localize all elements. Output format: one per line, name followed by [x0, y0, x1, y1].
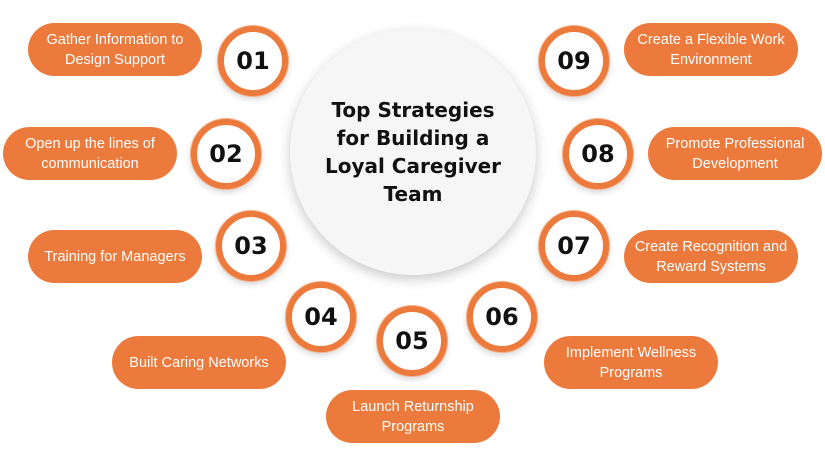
strategy-text-08: Promote Professional Development	[665, 135, 805, 172]
strategy-label-02: Open up the lines of communication	[3, 127, 177, 180]
strategy-text-04: Built Caring Networks	[129, 354, 269, 371]
diagram-title: Top Strategies for Building a Loyal Care…	[324, 98, 502, 206]
strategy-label-07: Create Recognition and Reward Systems	[624, 230, 798, 283]
strategy-text-09: Create a Flexible Work Environment	[637, 31, 785, 68]
strategy-number-08: 08	[563, 119, 633, 189]
center-title-circle: Top Strategies for Building a Loyal Care…	[290, 29, 536, 275]
strategy-label-04: Built Caring Networks	[112, 336, 286, 389]
strategy-label-08: Promote Professional Development	[648, 127, 822, 180]
strategy-number-01: 01	[218, 26, 288, 96]
strategy-number-03: 03	[216, 211, 286, 281]
strategy-text-01: Gather Information to Design Support	[46, 31, 184, 68]
strategy-text-03: Training for Managers	[44, 248, 186, 265]
strategy-text-02: Open up the lines of communication	[25, 135, 155, 172]
strategy-label-09: Create a Flexible Work Environment	[624, 23, 798, 76]
strategy-number-04: 04	[286, 282, 356, 352]
strategy-text-07: Create Recognition and Reward Systems	[634, 238, 788, 275]
strategy-number-05: 05	[377, 306, 447, 376]
strategy-number-09: 09	[539, 26, 609, 96]
strategy-number-02: 02	[191, 119, 261, 189]
strategy-label-01: Gather Information to Design Support	[28, 23, 202, 76]
strategy-label-03: Training for Managers	[28, 230, 202, 283]
strategy-label-05: Launch Returnship Programs	[326, 390, 500, 443]
strategy-text-06: Implement Wellness Programs	[565, 344, 697, 381]
strategy-number-07: 07	[539, 211, 609, 281]
strategy-label-06: Implement Wellness Programs	[544, 336, 718, 389]
strategy-text-05: Launch Returnship Programs	[352, 398, 474, 435]
strategy-number-06: 06	[467, 282, 537, 352]
